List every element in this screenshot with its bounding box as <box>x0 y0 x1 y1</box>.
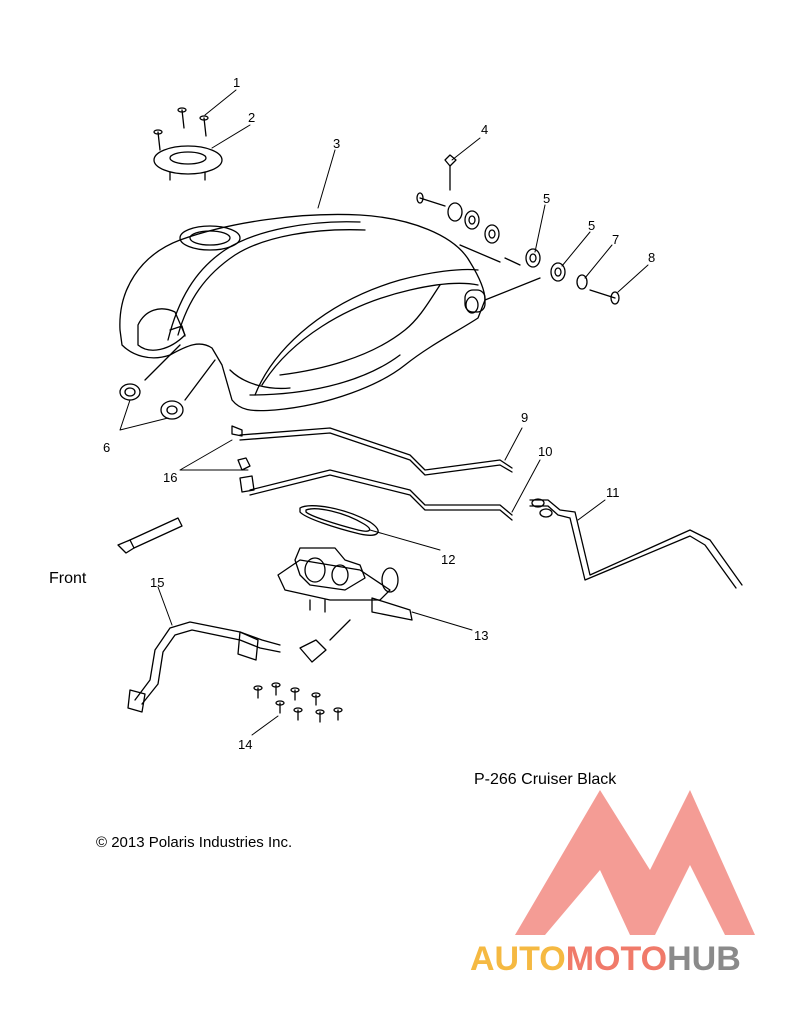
callout-14: 14 <box>238 737 253 752</box>
callout-3: 3 <box>333 136 341 151</box>
screws-14 <box>253 682 343 723</box>
callout-10: 10 <box>538 444 553 459</box>
callout-4: 4 <box>481 122 489 137</box>
callout-15: 15 <box>150 575 165 590</box>
callout-1: 1 <box>233 75 241 90</box>
watermark-text: AUTOMOTOHUB <box>470 940 741 979</box>
callout-7: 7 <box>612 232 620 247</box>
pump-gasket <box>299 505 379 536</box>
callout-8: 8 <box>648 250 656 265</box>
fuel-lines <box>231 425 513 521</box>
callout-9: 9 <box>521 410 529 425</box>
fuel-hose <box>127 621 281 713</box>
callout-13: 13 <box>474 628 489 643</box>
callout-12: 12 <box>441 552 456 567</box>
front-arrow-icon <box>117 517 183 554</box>
watermark-moto: MOTO <box>565 940 668 978</box>
diagram-code: P-266 Cruiser Black <box>474 771 617 788</box>
callout-16: 16 <box>163 470 178 485</box>
watermark-auto: AUTO <box>470 940 566 978</box>
callout-6: 6 <box>103 440 111 455</box>
watermark-hub: HUB <box>667 940 741 978</box>
watermark-logo-icon <box>515 790 755 935</box>
screws-1 <box>153 107 209 151</box>
callout-11: 11 <box>606 485 620 500</box>
fuel-cap-ring <box>153 145 223 181</box>
leader-lines <box>119 89 649 736</box>
callout-2: 2 <box>248 110 256 125</box>
vent-line <box>529 498 743 589</box>
mounting-hardware <box>416 154 620 305</box>
callout-5a: 5 <box>543 191 551 206</box>
front-label: Front <box>49 570 87 587</box>
fuel-tank <box>119 213 486 412</box>
callout-5b: 5 <box>588 218 596 233</box>
copyright-notice: © 2013 Polaris Industries Inc. <box>96 834 293 851</box>
fuel-pump <box>277 547 413 663</box>
